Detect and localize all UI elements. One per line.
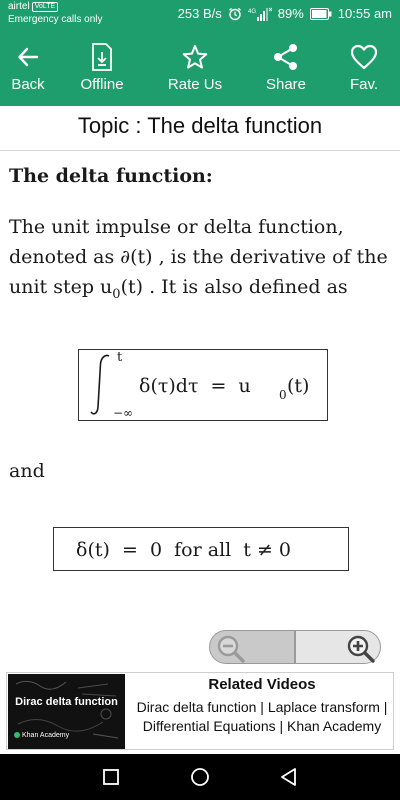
- paragraph-text-end: (t) . It is also defined as: [120, 276, 348, 298]
- section-heading: The delta function:: [9, 165, 213, 187]
- signal-icon: 4G: [248, 7, 272, 21]
- network-type: 4G: [248, 9, 256, 15]
- thumbnail-scribbles: [15, 680, 119, 739]
- zoom-in-icon: [347, 635, 375, 663]
- article-content: The delta function: The unit impulse or …: [0, 151, 400, 671]
- related-video-title[interactable]: Dirac delta function | Laplace transform…: [136, 699, 388, 734]
- toolbar: Back Offline Rate Us Share Fav.: [0, 28, 400, 106]
- home-button[interactable]: [187, 764, 213, 790]
- status-indicators: 253 B/s 4G 89% 10:55 am: [178, 5, 392, 23]
- khan-leaf-icon: [14, 732, 20, 738]
- square-icon: [103, 769, 119, 785]
- and-text: and: [9, 460, 45, 482]
- triangle-back-icon: [281, 768, 296, 786]
- integral-lower-limit: −∞: [113, 406, 133, 420]
- back-label: Back: [11, 76, 45, 93]
- paragraph-text-start: The unit impulse or delta function, deno…: [9, 216, 388, 298]
- integral-equation-box: t −∞ δ(τ)dτ = u 0 (t): [78, 349, 328, 421]
- thumbnail-brand-text: Khan Academy: [22, 732, 70, 739]
- share-button[interactable]: Share: [260, 28, 312, 106]
- battery-icon: [309, 8, 332, 20]
- share-icon: [273, 42, 299, 72]
- heart-icon: [350, 42, 378, 72]
- back-arrow-icon: [17, 42, 39, 72]
- zoom-out-icon: [217, 635, 245, 663]
- battery-percent: 89%: [277, 6, 304, 21]
- offline-download-icon: [91, 42, 113, 72]
- video-thumbnail[interactable]: Dirac delta function Khan Academy: [8, 674, 125, 749]
- delta-zero-equation-box: δ(t) = 0 for all t ≠ 0: [53, 527, 349, 571]
- system-nav-bar: [0, 754, 400, 800]
- offline-button[interactable]: Offline: [72, 28, 132, 106]
- emergency-text: Emergency calls only: [8, 14, 103, 25]
- rate-us-button[interactable]: Rate Us: [160, 28, 230, 106]
- related-videos-title: Related Videos: [208, 676, 316, 693]
- rate-us-label: Rate Us: [167, 76, 223, 93]
- definition-paragraph: The unit impulse or delta function, deno…: [9, 212, 393, 310]
- integral-upper-limit: t: [117, 350, 123, 365]
- rhs-subscript: 0: [279, 388, 287, 402]
- thumbnail-brand: Khan Academy: [14, 732, 69, 740]
- carrier-label: airtel: [8, 1, 30, 12]
- net-speed: 253 B/s: [177, 6, 222, 21]
- delta-zero-text: δ(t) = 0 for all t ≠ 0: [76, 539, 291, 561]
- zoom-controls: [209, 630, 381, 664]
- fav-label: Fav.: [349, 76, 379, 93]
- integrand-text: δ(τ)dτ = u: [139, 375, 251, 397]
- clock: 10:55 am: [337, 6, 392, 21]
- zoom-in-button[interactable]: [295, 630, 381, 664]
- related-videos-card[interactable]: Dirac delta function Khan Academy Relate…: [6, 672, 394, 750]
- offline-label: Offline: [80, 76, 124, 93]
- favourite-button[interactable]: Fav.: [338, 28, 390, 106]
- circle-icon: [191, 768, 209, 786]
- back-button[interactable]: Back: [4, 28, 52, 106]
- alarm-icon: [228, 7, 242, 21]
- topic-title: Topic : The delta function: [0, 106, 400, 151]
- recents-button[interactable]: [98, 764, 124, 790]
- paragraph-subscript: 0: [112, 286, 121, 302]
- star-icon: [182, 42, 208, 72]
- share-label: Share: [265, 76, 307, 93]
- integral-equation: t −∞ δ(τ)dτ = u 0 (t): [90, 350, 309, 420]
- zoom-out-button[interactable]: [209, 630, 295, 664]
- rhs-tail: (t): [287, 375, 309, 397]
- thumbnail-title: Dirac delta function: [15, 696, 118, 708]
- system-back-button[interactable]: [276, 764, 302, 790]
- volte-badge: VoLTE: [31, 2, 59, 12]
- delta-zero-equation: δ(t) = 0 for all t ≠ 0: [76, 539, 291, 561]
